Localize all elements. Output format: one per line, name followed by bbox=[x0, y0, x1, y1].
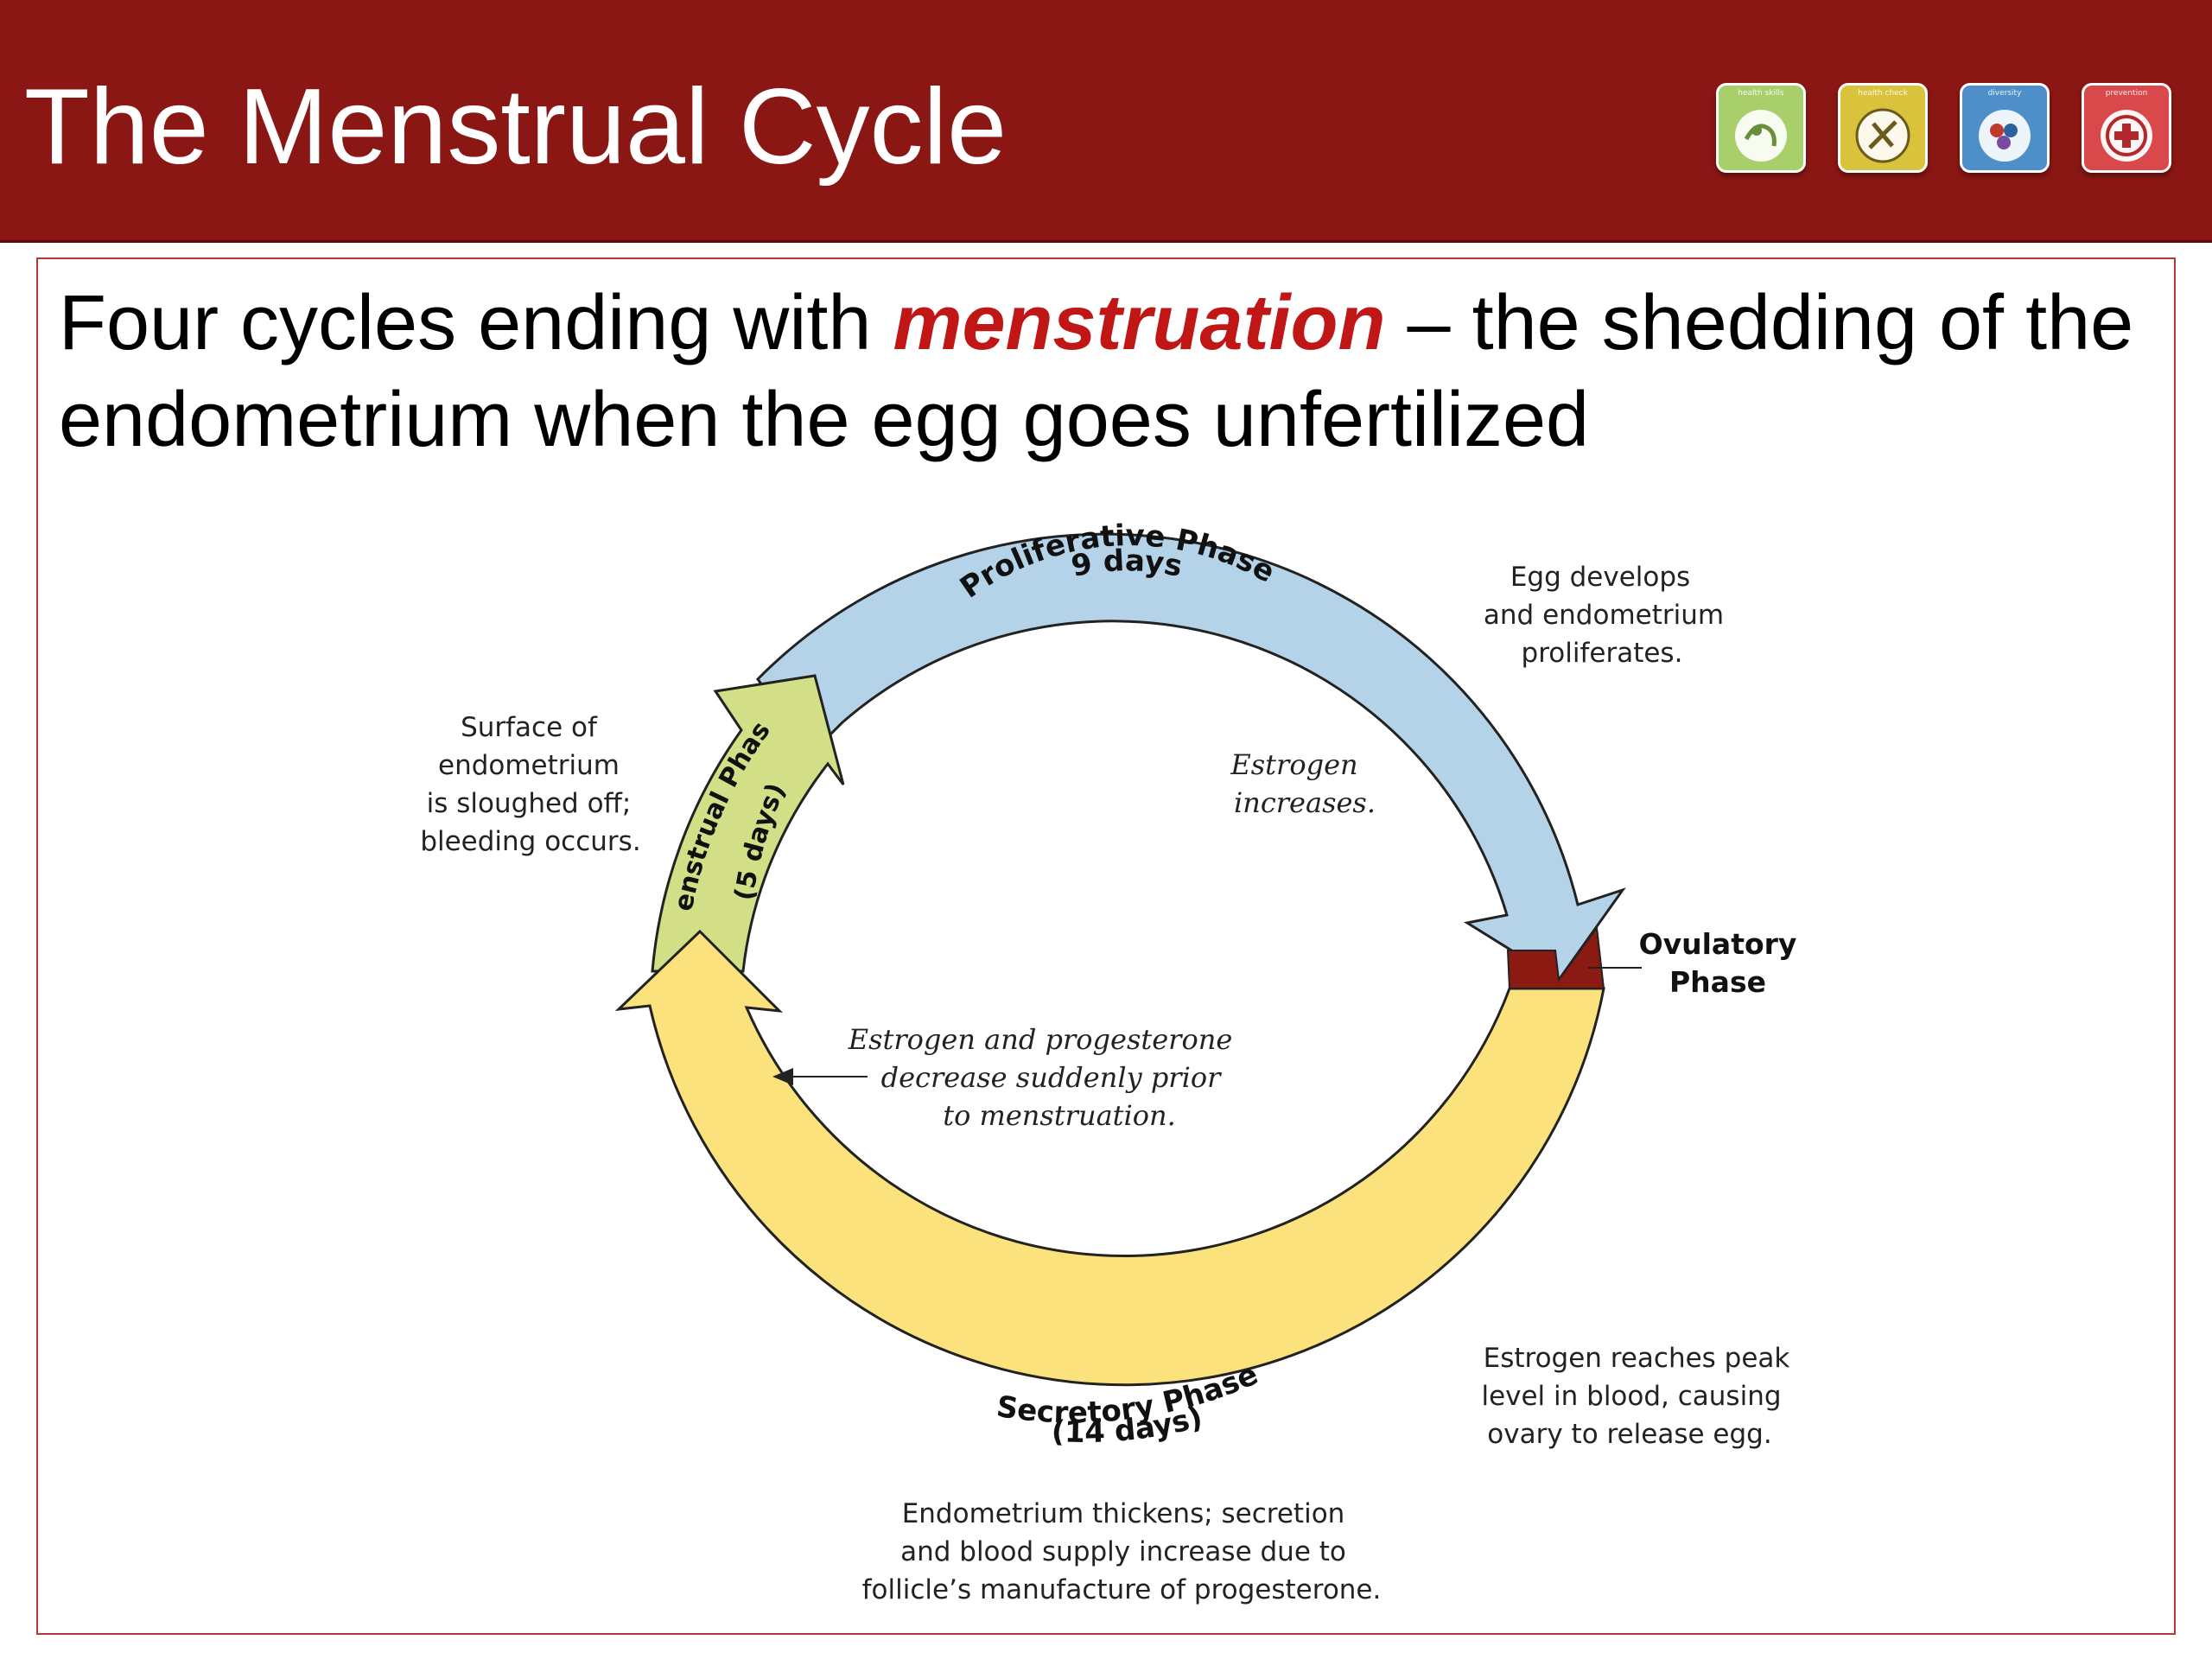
health-skills-icon bbox=[1735, 110, 1787, 162]
endometrium-thickens-line1: Endometrium thickens; secretion bbox=[902, 1498, 1345, 1529]
estrogen-increases-line2: increases. bbox=[1234, 786, 1376, 819]
estrogen-peak-line1: Estrogen reaches peak bbox=[1484, 1343, 1790, 1374]
endometrium-thickens-line3: follicle’s manufacture of progesterone. bbox=[862, 1574, 1382, 1605]
estrogen-progesterone-line1: Estrogen and progesterone bbox=[848, 1023, 1233, 1056]
proliferative-phase-arc bbox=[756, 532, 1626, 982]
estrogen-increases-line1: Estrogen bbox=[1230, 748, 1357, 781]
ovulatory-phase-label-line1: Ovulatory bbox=[1639, 927, 1797, 961]
surface-line2: endometrium bbox=[438, 750, 620, 781]
endometrium-thickens-line2: and blood supply increase due to bbox=[900, 1536, 1346, 1567]
slide-title: The Menstrual Cycle bbox=[24, 67, 1007, 187]
health-skills-badge-label: health skills bbox=[1738, 89, 1784, 98]
prevention-icon bbox=[2101, 110, 2152, 162]
subtitle-before: Four cycles ending with bbox=[59, 280, 893, 366]
subtitle-after: – the shedding of the endometrium when t… bbox=[59, 280, 2134, 463]
egg-develops-line3: proliferates. bbox=[1522, 638, 1683, 669]
prevention-badge: prevention bbox=[2082, 83, 2171, 173]
egg-develops-line2: and endometrium bbox=[1484, 600, 1724, 631]
title-bar: The Menstrual Cycle health skills health… bbox=[0, 0, 2212, 243]
surface-line4: bleeding occurs. bbox=[420, 826, 640, 857]
slide-subtitle: Four cycles ending with menstruation – t… bbox=[59, 275, 2150, 468]
ovulatory-phase-label-line2: Phase bbox=[1669, 965, 1766, 999]
estrogen-peak-line3: ovary to release egg. bbox=[1487, 1419, 1771, 1450]
prevention-badge-label: prevention bbox=[2105, 89, 2148, 98]
ovulatory-phase-block bbox=[1506, 925, 1605, 989]
proliferative-phase-duration: (9 days) bbox=[0, 0, 1185, 584]
estrogen-progesterone-line2: decrease suddenly prior bbox=[881, 1061, 1223, 1094]
diversity-icon bbox=[1979, 110, 2031, 162]
secretory-phase-arc bbox=[614, 929, 1605, 1387]
diversity-badge-label: diversity bbox=[1987, 89, 2022, 98]
menstrual-phase-arc bbox=[651, 674, 845, 973]
subtitle-emphasis: menstruation bbox=[893, 280, 1386, 366]
egg-develops-line1: Egg develops bbox=[1510, 562, 1690, 593]
estrogen-progesterone-line3: to menstruation. bbox=[943, 1099, 1176, 1132]
surface-line1: Surface of bbox=[461, 712, 598, 743]
health-check-badge: health check bbox=[1838, 83, 1928, 173]
health-check-icon bbox=[1855, 108, 1910, 163]
content-frame bbox=[36, 257, 2176, 1635]
health-check-badge-label: health check bbox=[1858, 89, 1908, 98]
menstrual-phase-label: Menstrual Phase bbox=[0, 0, 777, 913]
estrogen-peak-line2: level in blood, causing bbox=[1481, 1381, 1781, 1412]
health-skills-badge: health skills bbox=[1716, 83, 1806, 173]
surface-line3: is sloughed off; bbox=[427, 788, 632, 819]
diversity-badge: diversity bbox=[1960, 83, 2050, 173]
